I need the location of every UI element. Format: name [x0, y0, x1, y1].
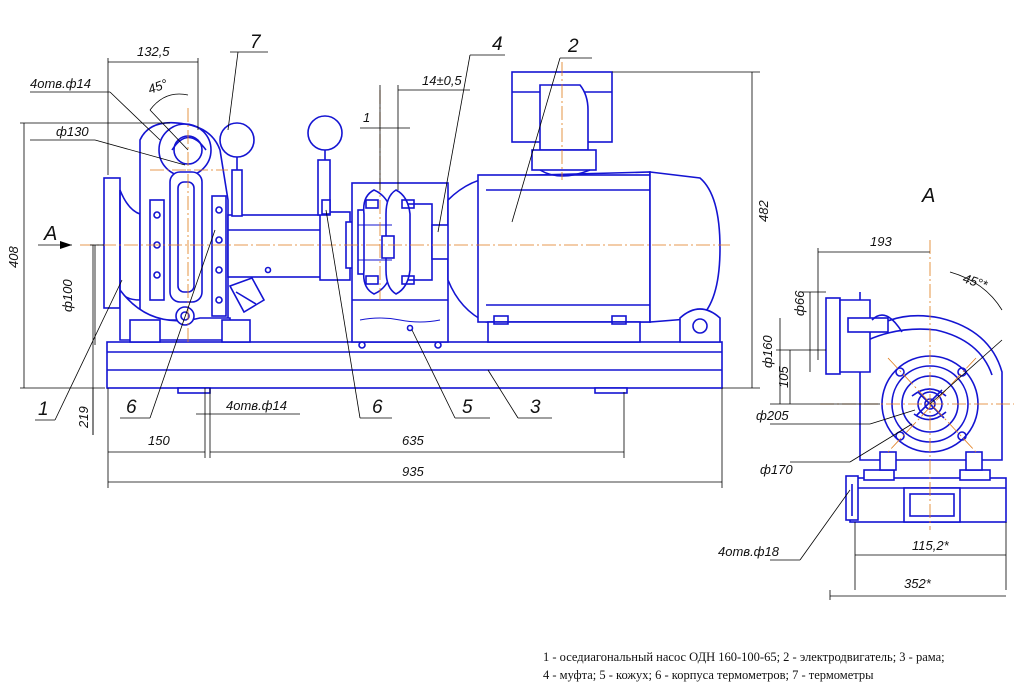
dim-phi-160: ф160 — [760, 335, 775, 368]
dim-935: 935 — [402, 464, 424, 479]
position-2: 2 — [567, 36, 579, 57]
dim-phi-205: ф205 — [756, 408, 789, 423]
pump — [103, 115, 359, 343]
dim-1-gap: 1 — [363, 110, 370, 125]
dim-150: 150 — [148, 433, 170, 448]
dim-4-holes-18: 4отв.ф18 — [718, 544, 780, 559]
dim-phi-100: ф100 — [60, 279, 75, 312]
position-5: 5 — [462, 397, 473, 418]
dim-408: 408 — [6, 246, 21, 268]
dim-phi-66: ф66 — [792, 290, 807, 316]
dim-105: 105 — [776, 366, 791, 388]
dim-phi-130: ф130 — [56, 124, 89, 139]
dim-482: 482 — [756, 200, 771, 222]
dim-219: 219 — [76, 406, 91, 429]
dim-4-holes-14-bottom: 4отв.ф14 — [226, 398, 287, 413]
position-1: 1 — [38, 399, 49, 420]
position-4: 4 — [492, 34, 503, 55]
caption-line-1: 1 - оседиагональный насос ОДН 160-100-65… — [543, 650, 945, 664]
dim-45-main: 45° — [146, 76, 170, 97]
position-6-right: 6 — [372, 397, 383, 418]
position-3: 3 — [530, 397, 541, 418]
dim-4-holes-14-top: 4отв.ф14 — [30, 76, 91, 91]
dim-phi-170: ф170 — [760, 462, 793, 477]
front-dimension-lines — [20, 51, 760, 488]
section-arrow-a: A — [43, 223, 57, 245]
dim-45-side: 45°* — [961, 271, 990, 293]
dim-14-tolerance: 14±0,5 — [422, 73, 462, 88]
caption-line-2: 4 - муфта; 5 - кожух; 6 - корпуса термом… — [543, 668, 874, 682]
dim-193: 193 — [870, 234, 892, 249]
side-view-a: A — [718, 185, 1014, 600]
dim-352: 352* — [904, 576, 932, 591]
view-title-a: A — [921, 185, 935, 207]
position-6-left: 6 — [126, 397, 137, 418]
frame — [106, 341, 723, 394]
dim-132-5: 132,5 — [137, 44, 170, 59]
electric-motor — [447, 71, 721, 343]
dim-635: 635 — [402, 433, 424, 448]
front-view: 132,5 45° 4отв.ф14 ф130 14±0,5 1 408 482… — [6, 32, 771, 488]
position-7: 7 — [250, 32, 262, 53]
dim-115-2: 115,2* — [912, 538, 950, 553]
